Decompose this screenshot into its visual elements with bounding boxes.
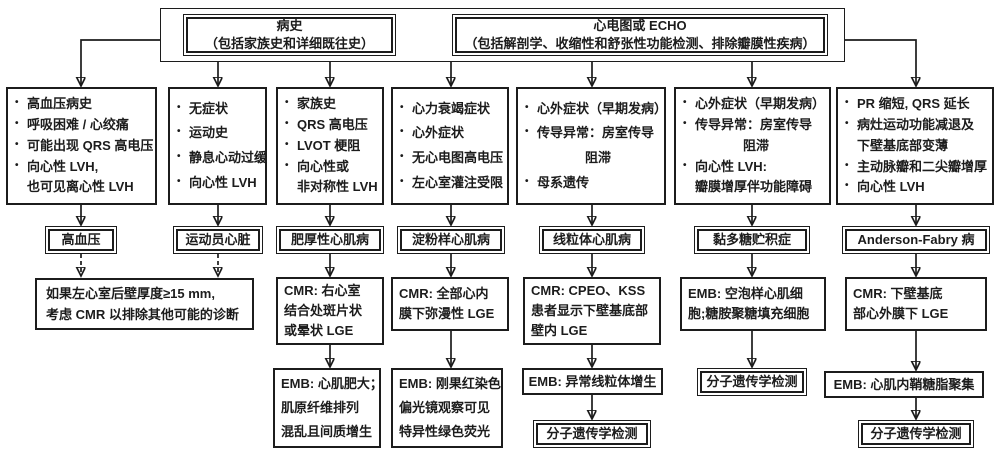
diagnosis-mps: 黏多糖贮积症 [694,226,810,254]
finding-item-cont: 阻滞 [585,150,612,166]
findings-box-hypertension: 高血压病史 呼吸困难 / 心绞痛 可能出现 QRS 高电压 向心性 LVH, 也… [6,87,157,205]
finding-item: 心外症状（早期发病） [681,96,825,112]
emb-note-hcm: EMB: 心肌肥大； 肌原纤维排列 混乱且间质增生 [273,368,383,448]
findings-box-mitochondrial: 心外症状（早期发病） 传导异常：房室传导 阻滞 母系遗传 [516,87,667,205]
finding-item-cont: 下壁基底部变薄 [857,137,949,153]
finding-item: LVOT 梗阻 [283,138,377,154]
diagnosis-hcm: 肥厚性心肌病 [276,226,384,254]
finding-item: 家族史 [283,96,377,112]
finding-item: 无症状 [175,101,260,117]
finding-item: 母系遗传 [523,175,659,191]
finding-item: 向心性 LVH, [13,159,150,175]
finding-item-cont: 也可见离心性 LVH [27,179,134,195]
diagnosis-hypertension: 高血压 [45,226,117,254]
genetic-testing-box-mitochondrial: 分子遗传学检测 [533,420,651,448]
arrow-header-col7 [845,39,916,85]
finding-item: 向心性 LVH: [681,159,824,175]
diagnosis-athletes-heart: 运动员心脏 [173,226,263,254]
finding-item-cont: 非对称性 LVH [297,179,378,195]
finding-item: 呼吸困难 / 心绞痛 [13,117,150,133]
cmr-note-hcm: CMR: 右心室 结合处斑片状 或晕状 LGE [276,277,384,345]
findings-box-mps: 心外症状（早期发病） 传导异常：房室传导 阻滞 向心性 LVH: 瓣膜增厚伴功能… [674,87,831,205]
finding-item: 病灶运动功能减退及 [843,117,987,133]
finding-item: 传导异常：房室传导 [681,117,824,133]
finding-item: 可能出现 QRS 高电压 [13,138,153,154]
finding-item: 心外症状 [398,125,502,141]
finding-item: 心外症状（早期发病） [523,101,667,117]
arrow-header-col1 [81,39,160,85]
shared-cmr-note: 如果左心室后壁厚度≥15 mm, 考虑 CMR 以排除其他可能的诊断 [35,278,254,330]
history-subtitle: （包括家族史和详细既往史） [204,36,374,51]
finding-item: 传导异常：房室传导 [523,125,659,141]
findings-box-amyloid: 心力衰竭症状 心外症状 无心电图高电压 左心室灌注受限 [391,87,509,205]
findings-box-athlete: 无症状 运动史 静息心动过缓 向心性 LVH [168,87,267,205]
finding-item: 向心性或 [283,159,377,175]
diagnosis-mitochondrial: 线粒体心肌病 [539,226,645,254]
cmr-note-mitochondrial: CMR: CPEO、KSS 患者显示下壁基底部 壁内 LGE [523,277,661,345]
finding-item: 运动史 [175,125,260,141]
finding-item: QRS 高电压 [283,117,377,133]
finding-item: 主动脉瓣和二尖瓣增厚 [843,159,987,175]
finding-item: 高血压病史 [13,96,150,112]
genetic-testing-box-fabry: 分子遗传学检测 [858,420,974,448]
emb-note-mps: EMB: 空泡样心肌细 胞;糖胺聚糖填充细胞 [680,277,826,331]
emb-note-mitochondrial: EMB: 异常线粒体增生 [522,368,663,395]
emb-note-amyloid: EMB: 刚果红染色 偏光镜观察可见 特异性绿色荧光 [391,368,503,448]
genetic-testing-box-mps: 分子遗传学检测 [697,368,807,396]
diagnosis-anderson-fabry: Anderson-Fabry 病 [842,226,990,254]
finding-item-cont: 阻滞 [743,137,770,153]
history-title: 病史 [276,17,303,33]
findings-box-hcm: 家族史 QRS 高电压 LVOT 梗阻 向心性或 非对称性 LVH [276,87,384,205]
finding-item: 向心性 LVH [175,175,260,191]
diagnosis-amyloid: 淀粉样心肌病 [397,226,505,254]
cmr-note-amyloid: CMR: 全部心内 膜下弥漫性 LGE [391,277,509,331]
finding-item: 向心性 LVH [843,179,987,195]
findings-box-fabry: PR 缩短, QRS 延长 病灶运动功能减退及 下壁基底部变薄 主动脉瓣和二尖瓣… [836,87,994,205]
finding-item: PR 缩短, QRS 延长 [843,96,987,112]
emb-note-fabry: EMB: 心肌内鞘糖脂聚集 [824,371,984,398]
header-history-box: 病史 （包括家族史和详细既往史） [183,14,396,56]
finding-item: 静息心动过缓 [175,150,267,166]
echo-subtitle: （包括解剖学、收缩性和舒张性功能检测、排除瓣膜性疾病） [464,36,816,51]
finding-item: 心力衰竭症状 [398,101,502,117]
finding-item-cont: 瓣膜增厚伴功能障碍 [695,179,813,195]
finding-item: 左心室灌注受限 [398,175,503,191]
header-echo-box: 心电图或 ECHO （包括解剖学、收缩性和舒张性功能检测、排除瓣膜性疾病） [452,14,828,56]
echo-title: 心电图或 ECHO [593,17,687,33]
cmr-note-fabry: CMR: 下壁基底 部心外膜下 LGE [845,277,987,331]
finding-item: 无心电图高电压 [398,150,503,166]
